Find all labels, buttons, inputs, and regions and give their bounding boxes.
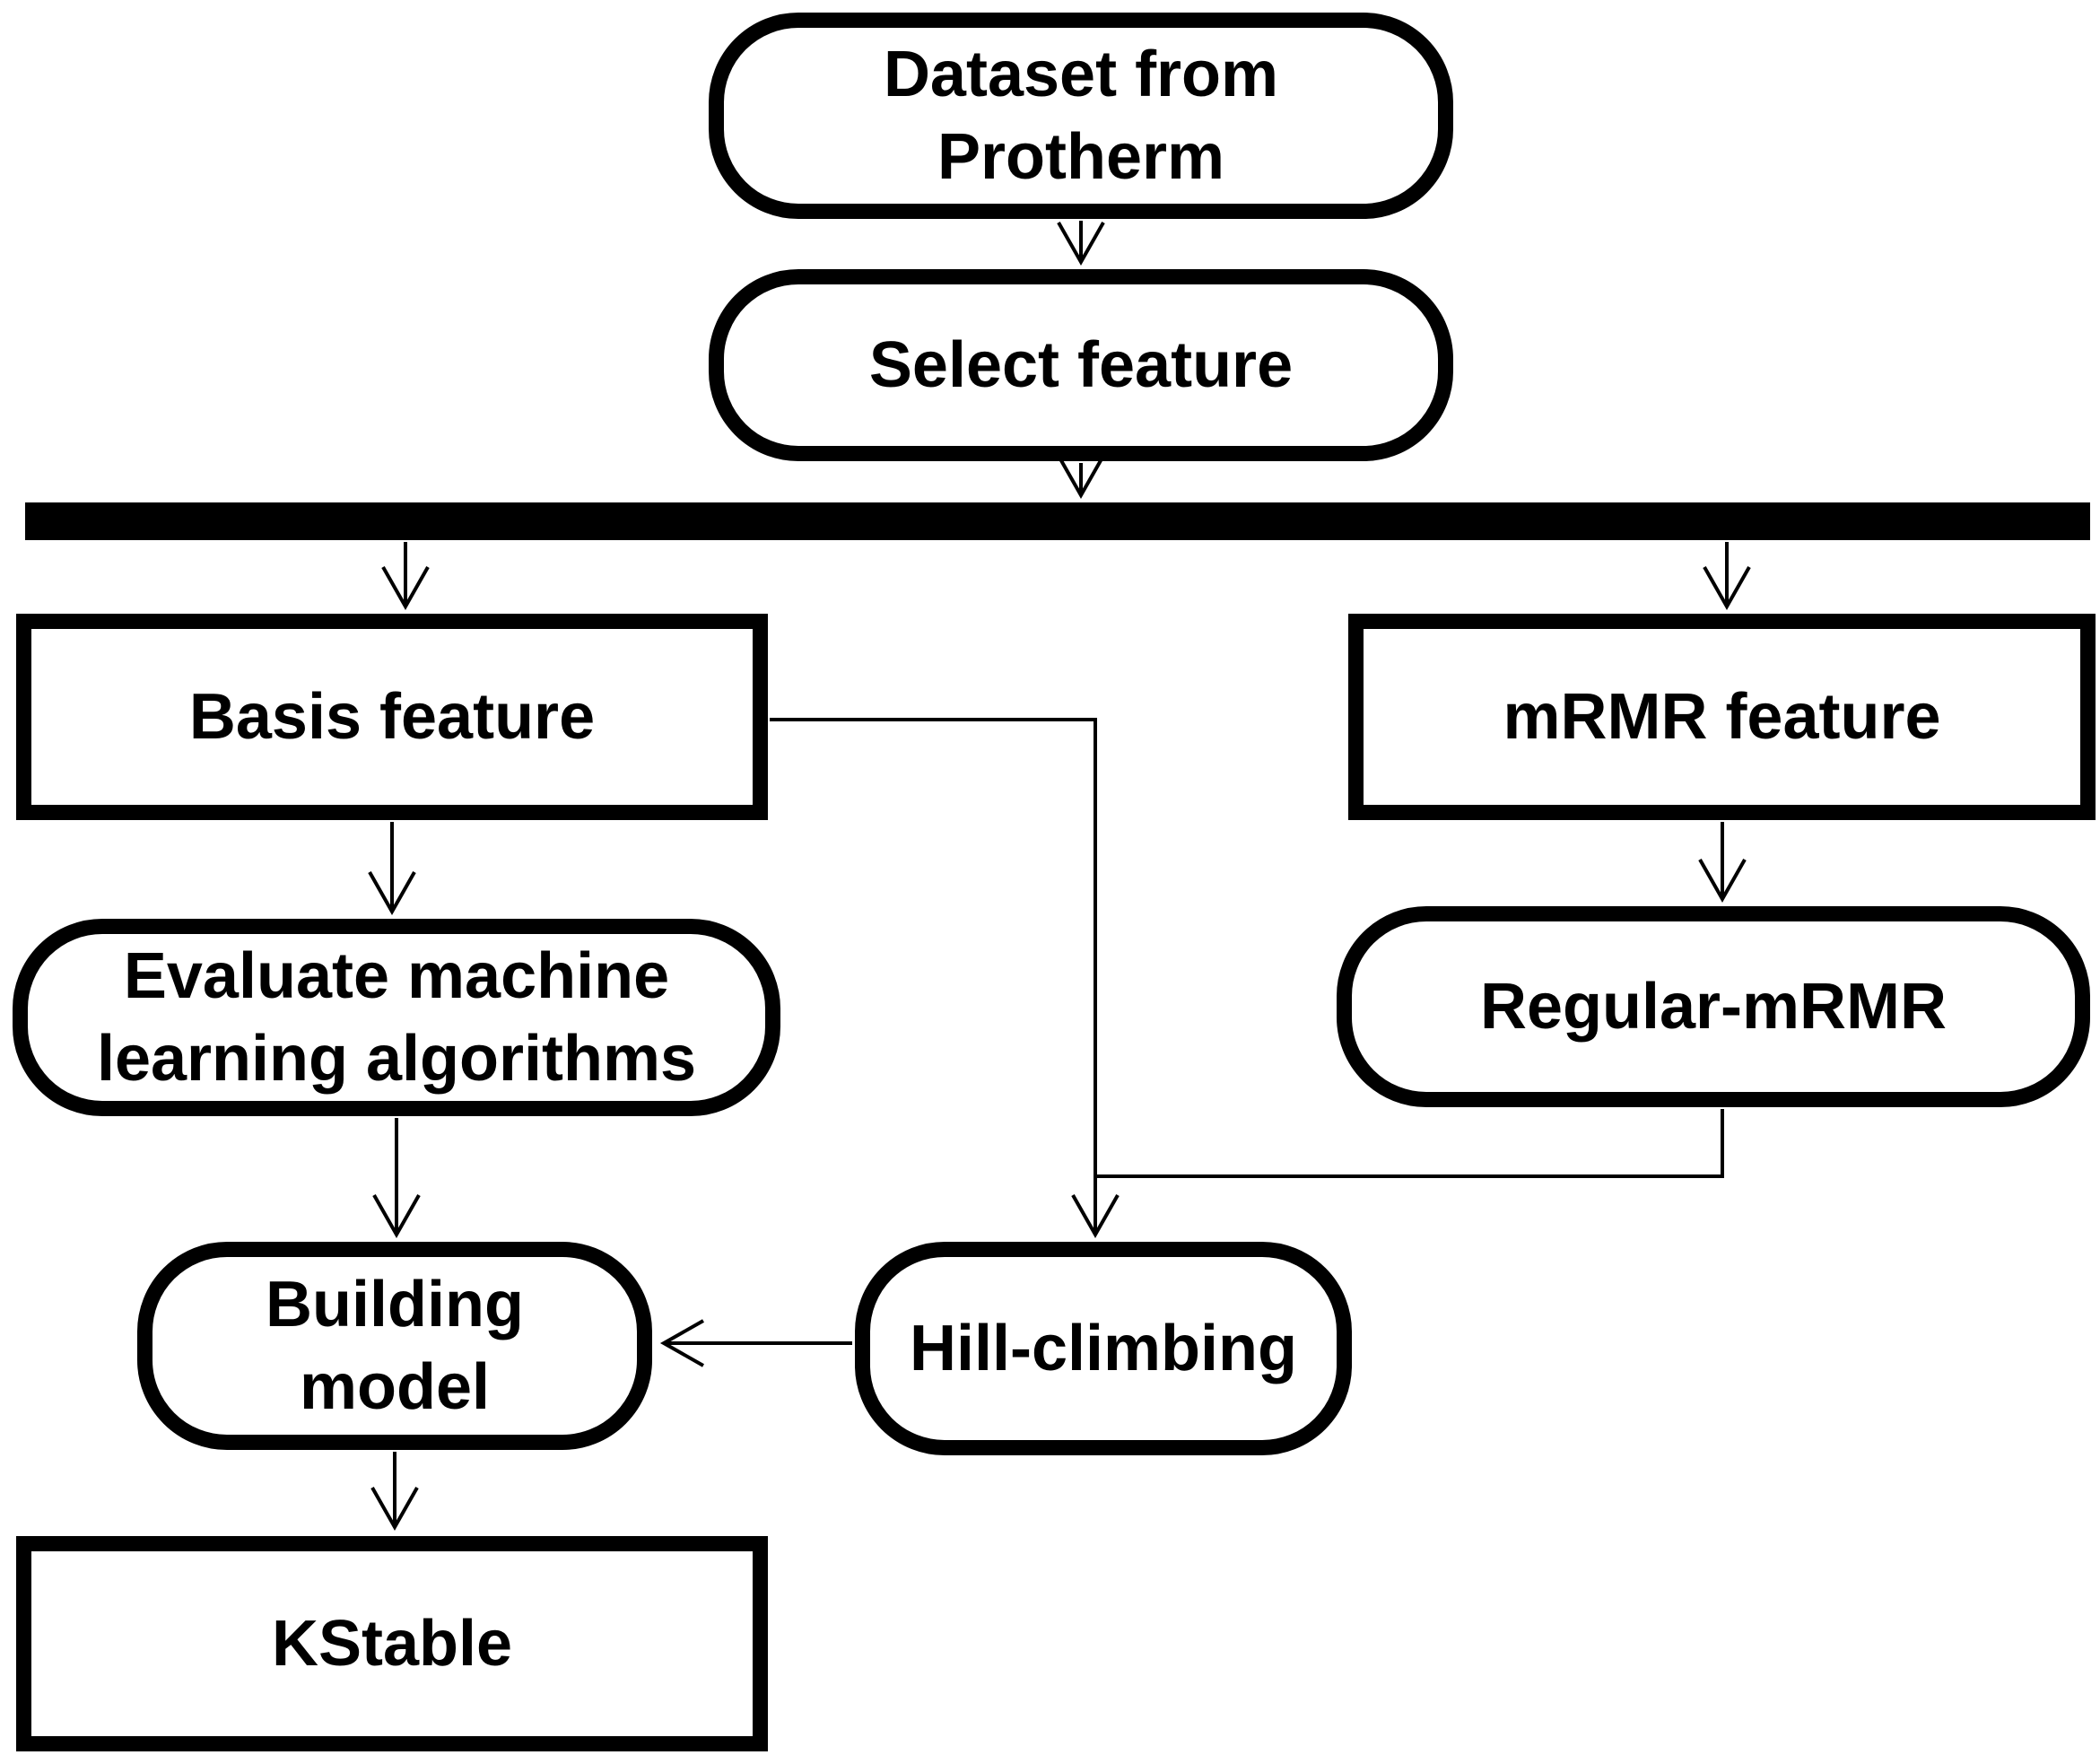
node-evaluate-label: Evaluate machine learning algorithms (96, 939, 697, 1095)
node-select-feature: Select feature (709, 269, 1453, 461)
node-evaluate-machine-learning: Evaluate machine learning algorithms (13, 919, 780, 1116)
node-basis-label: Basis feature (188, 680, 596, 753)
node-kstable-label: KStable (271, 1607, 513, 1680)
node-hill-climbing: Hill-climbing (855, 1242, 1352, 1455)
node-basis-feature: Basis feature (16, 614, 768, 820)
node-hill-label: Hill-climbing (910, 1312, 1297, 1384)
edge-basis-to-hill (770, 718, 1120, 1239)
node-building-model: Building model (137, 1242, 652, 1450)
node-select-label: Select feature (868, 328, 1294, 401)
fork-bar (25, 502, 2090, 540)
node-mrmr-label: mRMR feature (1503, 680, 1941, 753)
node-regular-mrmr: Regular-mRMR (1337, 906, 2090, 1107)
node-dataset-from-protherm: Dataset from Protherm (709, 13, 1453, 219)
node-kstable: KStable (16, 1536, 768, 1751)
node-dataset-label: Dataset from Protherm (883, 38, 1279, 193)
node-regular-label: Regular-mRMR (1479, 970, 1948, 1043)
edge-regular-to-hill (1094, 1109, 1724, 1178)
node-mrmr-feature: mRMR feature (1348, 614, 2096, 820)
node-building-label: Building model (266, 1268, 524, 1423)
